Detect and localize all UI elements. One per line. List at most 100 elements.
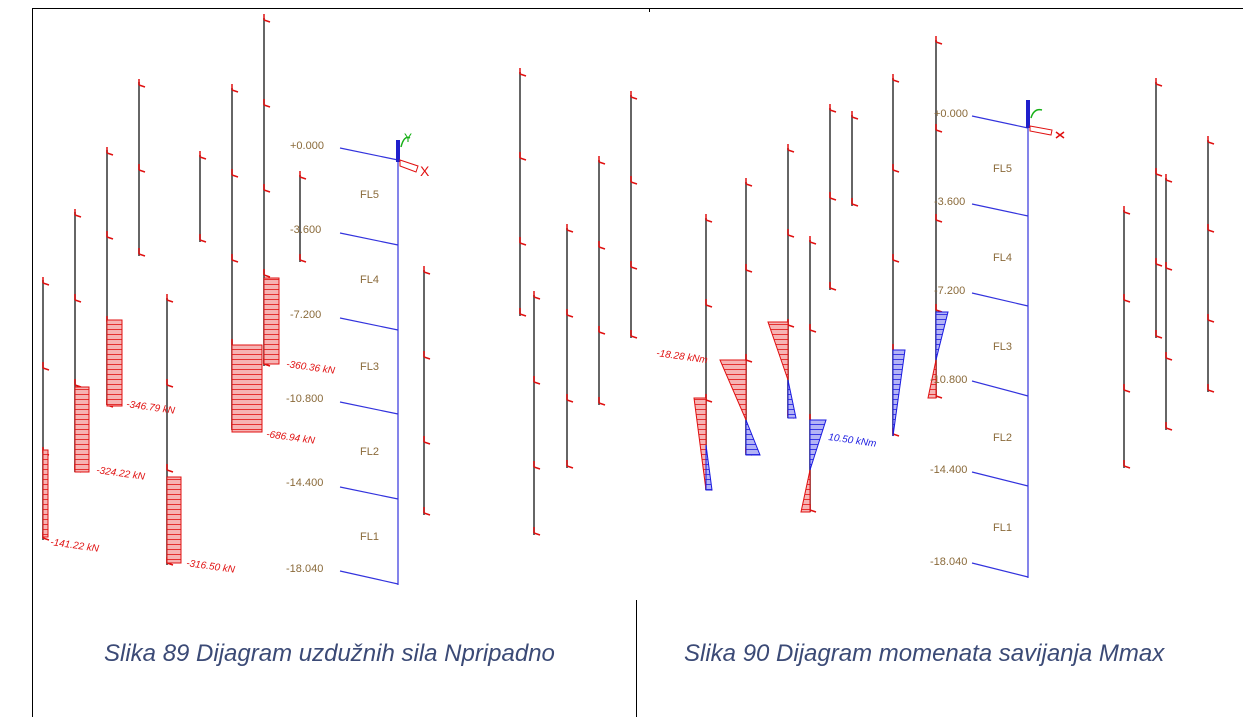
left-value-4: -316.50 kN: [186, 558, 237, 576]
left-column-6-support-1: [199, 234, 207, 243]
left-column-9-support-1: [299, 254, 307, 263]
right-column-12-support-2: [892, 254, 900, 263]
left-force-fills: [42, 277, 280, 564]
left-floor-fl2: FL2: [360, 446, 379, 458]
right-column-8-support-2: [787, 319, 795, 328]
right-column-5-support-1: [630, 176, 638, 185]
left-value-1: -141.22 kN: [50, 537, 101, 555]
right-column-15-support-1: [1155, 168, 1163, 177]
right-floor-fl5: FL5: [993, 163, 1012, 175]
left-column-9-support-0: [299, 171, 307, 180]
left-value-3: -346.79 kN: [126, 399, 177, 417]
right-column-16-support-2: [1165, 352, 1173, 361]
right-column-9-support-3: [809, 504, 817, 513]
right-column-17-support-3: [1207, 384, 1215, 393]
left-axis-x-label: X: [420, 163, 430, 179]
right-moment-fill-7: [809, 419, 827, 471]
left-value-2: -324.22 kN: [96, 465, 147, 483]
right-column-3-support-0: [566, 224, 574, 233]
left-column-2-support-0: [74, 209, 82, 218]
right-column-5-support-0: [630, 91, 638, 100]
right-column-15: [1155, 78, 1163, 339]
left-column-10-support-3: [423, 507, 431, 516]
right-column-8-support-0: [787, 144, 795, 153]
right-column-14-support-0: [1123, 206, 1131, 215]
right-column-4: [598, 156, 606, 406]
left-level-4: -14.400: [286, 477, 323, 489]
right-column-14-support-2: [1123, 384, 1131, 393]
right-column-3-support-3: [566, 460, 574, 469]
left-columns: [42, 14, 431, 566]
right-column-12-support-0: [892, 74, 900, 83]
left-column-4: [138, 79, 146, 257]
right-column-6-support-1: [705, 299, 713, 308]
right-floor-fl3: FL3: [993, 341, 1012, 353]
right-column-17-support-2: [1207, 314, 1215, 323]
right-column-11-support-1: [851, 198, 859, 207]
right-axis-gizmo: [1026, 100, 1065, 139]
left-floor-fl1: FL1: [360, 531, 379, 543]
left-column-9: [299, 171, 307, 263]
right-level-3: -10.800: [930, 374, 967, 386]
right-column-4-support-2: [598, 326, 606, 335]
right-column-16-support-3: [1165, 422, 1173, 431]
right-moment-fills: [693, 311, 949, 513]
left-column-4-support-1: [138, 164, 146, 173]
frame-left-border: [32, 8, 33, 717]
left-value-5: -686.94 kN: [266, 429, 317, 447]
frame-divider: [636, 600, 637, 717]
left-column-7-support-0: [231, 84, 239, 93]
right-value-1: -18.28 kNm: [656, 348, 709, 366]
right-column-10-support-0: [829, 104, 837, 113]
left-column-10-support-1: [423, 351, 431, 360]
left-axis-gizmo: X Y: [396, 131, 430, 179]
right-column-5-support-2: [630, 261, 638, 270]
left-force-fill-5: [231, 344, 263, 433]
left-force-fill-2: [74, 386, 90, 473]
right-column-10: [829, 104, 837, 291]
right-moment-fill-8: [800, 469, 811, 513]
right-column-11-support-0: [851, 111, 859, 120]
left-column-8-support-3: [263, 269, 271, 278]
left-value-6: -360.36 kN: [286, 359, 337, 377]
right-column-3-support-2: [566, 394, 574, 403]
left-floor-fl4: FL4: [360, 274, 379, 286]
right-level-0: +0.000: [934, 108, 968, 120]
left-column-2-support-1: [74, 294, 82, 303]
right-column-14-support-1: [1123, 294, 1131, 303]
left-diagram: X Y +0.000 -3.600 -7.200 -10.800 -14.400…: [42, 14, 431, 585]
right-moment-fill-9: [892, 349, 906, 437]
right-column-15-support-3: [1155, 330, 1163, 339]
caption-right: Slika 90 Dijagram momenata savijanja Mma…: [684, 640, 1165, 667]
right-column-8: [787, 144, 795, 419]
right-column-6-support-2: [705, 394, 713, 403]
left-column-6: [199, 151, 207, 243]
right-level-4: -14.400: [930, 464, 967, 476]
right-column-9: [809, 236, 817, 513]
left-column-3-support-1: [106, 231, 114, 240]
right-column-13-support-3: [935, 304, 943, 313]
left-level-2: -7.200: [290, 309, 321, 321]
right-column-2: [533, 291, 541, 536]
right-column-8-support-1: [787, 229, 795, 238]
left-column-4-support-0: [138, 79, 146, 88]
right-column-1-support-1: [519, 152, 527, 161]
left-axis-y-label: Y: [404, 131, 412, 145]
right-column-4-support-1: [598, 241, 606, 250]
right-column-17-support-0: [1207, 136, 1215, 145]
right-level-2: -7.200: [934, 285, 965, 297]
left-column-10-support-0: [423, 266, 431, 275]
right-column-3: [566, 224, 574, 469]
left-column-5-support-0: [166, 294, 174, 303]
right-moment-fill-6: [787, 379, 797, 419]
right-column-17: [1207, 136, 1215, 393]
right-column-1: [519, 68, 527, 317]
right-column-7-support-0: [745, 178, 753, 187]
right-column-5: [630, 91, 638, 339]
left-level-1: -3.600: [290, 224, 321, 236]
left-column-5-support-2: [166, 464, 174, 473]
left-column-4-support-2: [138, 248, 146, 257]
right-value-2: 10.50 kNm: [828, 432, 877, 450]
right-column-10-support-1: [829, 192, 837, 201]
right-column-2-support-1: [533, 376, 541, 385]
